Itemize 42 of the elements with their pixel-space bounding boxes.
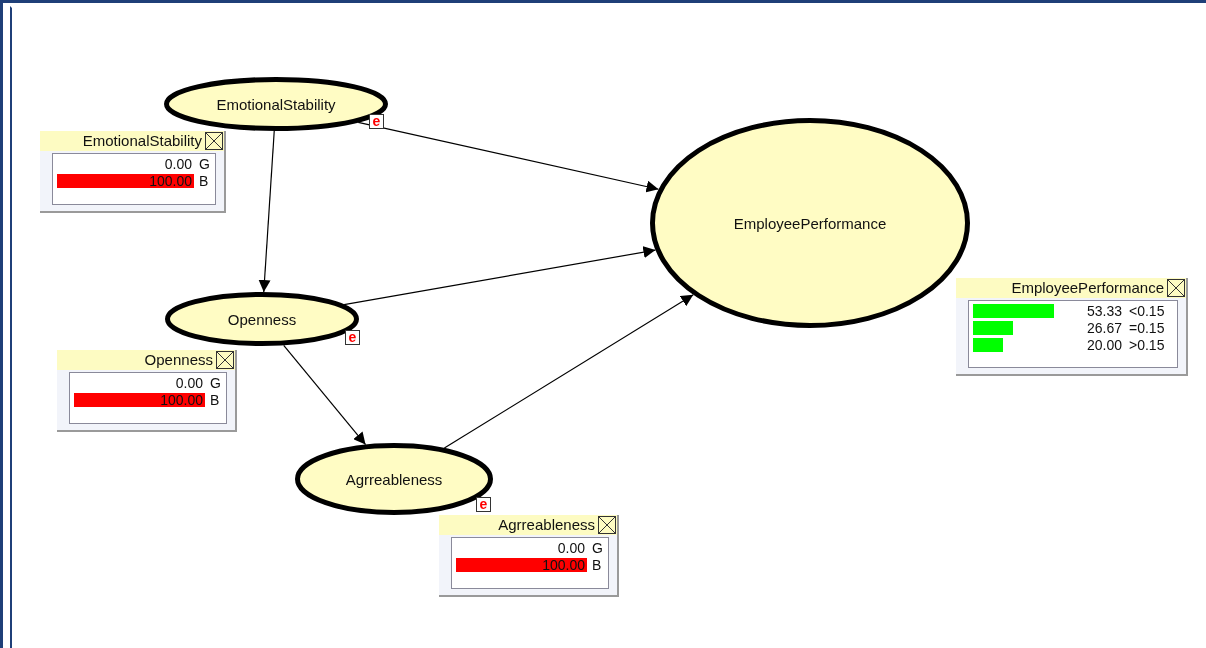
ellipse-node [164, 77, 388, 131]
monitor-panel [57, 350, 237, 432]
arrow [443, 294, 694, 449]
arrow [357, 121, 660, 193]
probability-value: 0.00 [164, 156, 192, 172]
monitor-title: Openness [144, 350, 214, 370]
state-label: <0.15 [1128, 303, 1166, 319]
ellipse-node [295, 443, 493, 515]
state-label: G [591, 540, 604, 556]
ellipse-node [650, 118, 970, 328]
probability-value: 53.33 [1086, 303, 1122, 319]
probability-value: 100.00 [160, 392, 203, 408]
node-label: EmotionalStability [216, 95, 336, 113]
node-label: Openness [227, 310, 297, 328]
arrow [258, 130, 275, 293]
node-label: EmployeePerformance [733, 214, 887, 232]
evidence-badge: e [345, 330, 360, 345]
evidence-badge: e [476, 497, 491, 512]
probability-value: 20.00 [1086, 337, 1122, 353]
arrow [343, 246, 656, 306]
probability-value: 100.00 [149, 173, 192, 189]
state-label: B [591, 557, 603, 573]
state-label: B [198, 173, 210, 189]
probability-value: 26.67 [1086, 320, 1122, 336]
arrow [283, 344, 367, 446]
monitor-panel [956, 278, 1188, 376]
state-label: =0.15 [1128, 320, 1166, 336]
ellipse-node [165, 292, 359, 346]
probability-value: 0.00 [557, 540, 585, 556]
monitor-panel [439, 515, 619, 597]
monitor-panel [40, 131, 226, 213]
state-label: G [209, 375, 222, 391]
probability-value: 100.00 [542, 557, 585, 573]
monitor-title: EmployeePerformance [1011, 278, 1165, 298]
probability-value: 0.00 [175, 375, 203, 391]
state-label: G [198, 156, 211, 172]
state-label: >0.15 [1128, 337, 1166, 353]
monitor-title: Agrreableness [498, 515, 596, 535]
monitor-title: EmotionalStability [82, 131, 203, 151]
evidence-badge: e [369, 114, 384, 129]
node-label: Agrreableness [345, 470, 443, 488]
state-label: B [209, 392, 221, 408]
